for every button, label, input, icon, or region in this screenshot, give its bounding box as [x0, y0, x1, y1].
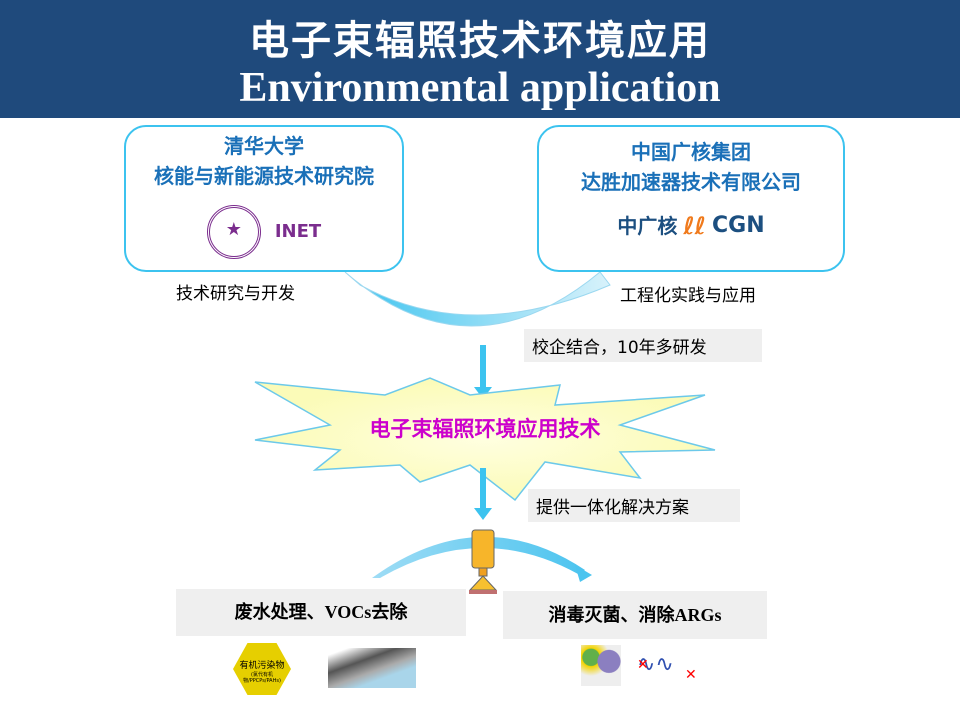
- merge-arc: [344, 271, 611, 327]
- left-caption: 技术研究与开发: [176, 284, 295, 304]
- dna-crossed-icon: ∿∿✕✕: [637, 652, 697, 683]
- solution-label: 提供一体化解决方案: [528, 489, 740, 522]
- cooperation-label: 校企结合，10年多研发: [524, 329, 762, 362]
- title-en: Environmental application: [239, 65, 721, 111]
- explosion-shape: [254, 377, 716, 502]
- inet-logo: INET: [274, 221, 322, 242]
- tsinghua-box: 清华大学 核能与新能源技术研究院 ★ INET: [124, 125, 404, 272]
- arrow-down-1: [474, 345, 492, 399]
- tsinghua-name: 清华大学: [224, 134, 304, 158]
- cgn-name: 中国广核集团: [631, 140, 751, 164]
- distribution-arc: [372, 536, 585, 578]
- tsinghua-seal-icon: ★: [206, 205, 261, 259]
- cgn-swirl-icon: ℓℓ: [683, 212, 706, 240]
- accelerator-icon: [468, 529, 498, 594]
- title-cn: 电子束辐照技术环境应用: [249, 18, 711, 64]
- cgn-logo-cn: 中广核: [617, 214, 678, 238]
- organic-pollutant-icon: 有机污染物 (氯代有机物/PPCPs/PAHs): [233, 643, 291, 695]
- inet-name: 核能与新能源技术研究院: [154, 164, 374, 188]
- smoke-image: [328, 648, 416, 688]
- cgn-logo-en: CGN: [712, 213, 765, 238]
- core-technology: 电子束辐照环境应用技术: [369, 417, 601, 441]
- dasheng-name: 达胜加速器技术有限公司: [581, 170, 801, 194]
- right-caption: 工程化实践与应用: [620, 286, 756, 306]
- header-banner: 电子束辐照技术环境应用 Environmental application: [0, 0, 960, 118]
- app-disinfection: 消毒灭菌、消除ARGs: [503, 591, 767, 639]
- app-wastewater: 废水处理、VOCs去除: [176, 589, 466, 636]
- cgn-box: 中国广核集团 达胜加速器技术有限公司 中广核 ℓℓ CGN: [537, 125, 845, 272]
- arrow-down-2: [474, 468, 492, 520]
- bacteria-image: [581, 645, 621, 686]
